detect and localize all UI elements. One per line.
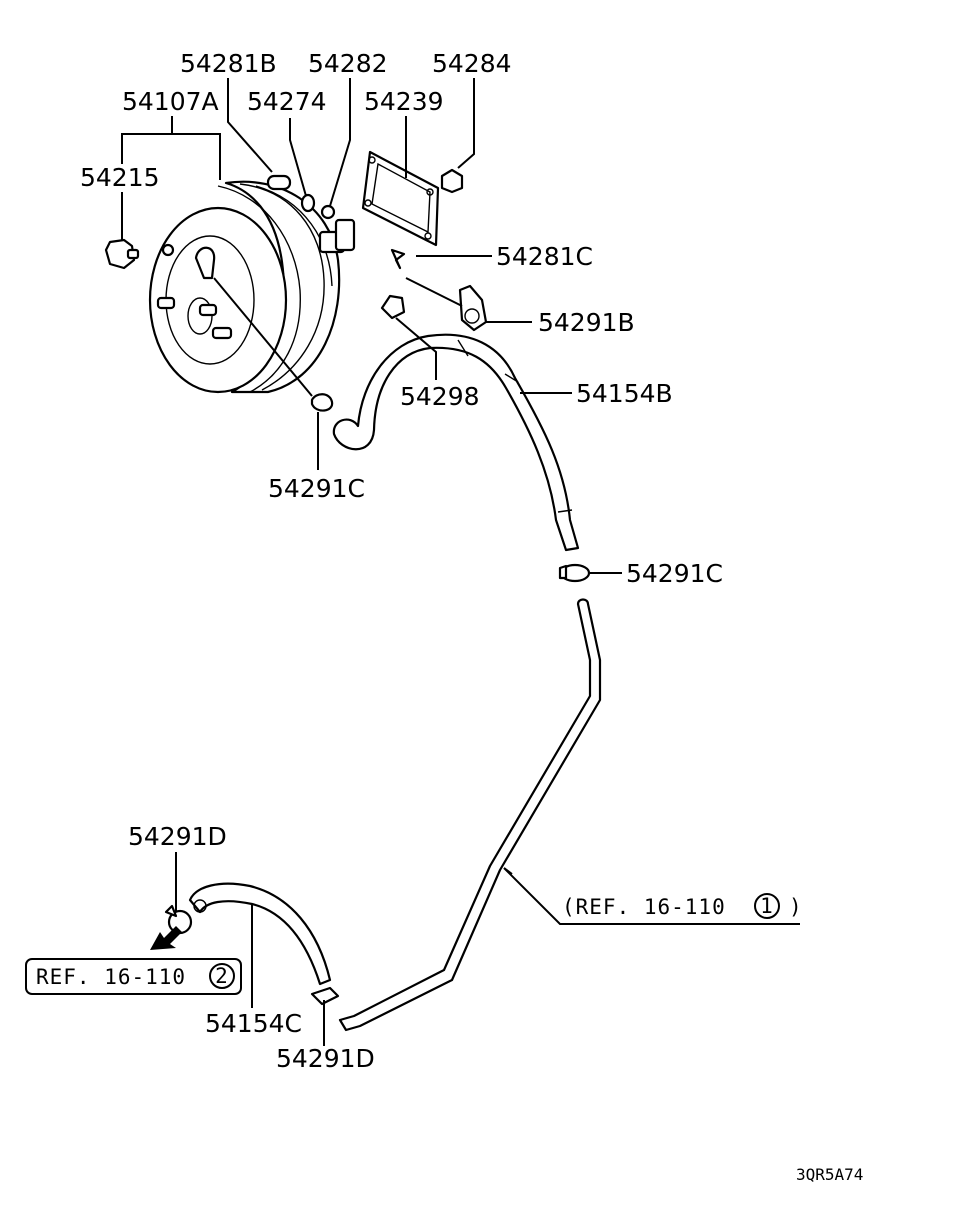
- fitting-54298: [380, 294, 406, 320]
- vacuum-pipe: [338, 598, 602, 1032]
- label-54291c-lower: 54291C: [626, 559, 723, 588]
- hose-54154c: [188, 882, 332, 986]
- ref1-text: (REF. 16-110: [562, 895, 726, 919]
- ref2-number: 2: [215, 964, 229, 988]
- pin-54281b: [266, 174, 292, 191]
- ref1-number: 1: [760, 894, 774, 918]
- label-54291d-left: 54291D: [128, 822, 227, 851]
- drawing-code: 3QR5A74: [796, 1165, 863, 1184]
- label-54281b: 54281B: [180, 49, 277, 78]
- label-54274: 54274: [247, 87, 327, 116]
- ref-16-110-1: (REF. 16-110 1 ): [562, 893, 803, 919]
- label-54282: 54282: [308, 49, 388, 78]
- brake-booster: [148, 180, 356, 394]
- ref1-close: ): [789, 895, 803, 919]
- label-54284: 54284: [432, 49, 512, 78]
- label-54215: 54215: [80, 163, 160, 192]
- clamp-54291c-lower: [558, 563, 591, 583]
- leader-lines: [121, 78, 800, 1046]
- ref2-text: REF. 16-110: [36, 965, 186, 989]
- label-54298: 54298: [400, 382, 480, 411]
- clamp-54291d-bottom: [310, 986, 340, 1006]
- ref-arrow-icon: [150, 926, 182, 950]
- label-54154c: 54154C: [205, 1009, 302, 1038]
- label-54154b: 54154B: [576, 379, 673, 408]
- label-54281c: 54281C: [496, 242, 593, 271]
- label-54107a: 54107A: [122, 87, 219, 116]
- clamp-54291b: [458, 284, 488, 332]
- nut-54284: [440, 168, 464, 194]
- clip-54281c: [390, 248, 406, 270]
- hose-54154b: [332, 333, 580, 552]
- ref-16-110-2: REF. 16-110 2: [25, 958, 242, 995]
- check-valve-54215: [104, 238, 140, 270]
- clamp-54291c-upper: [310, 393, 334, 412]
- label-54291d-bottom: 54291D: [276, 1044, 375, 1073]
- label-54291c-upper: 54291C: [268, 474, 365, 503]
- label-54291b: 54291B: [538, 308, 635, 337]
- label-54239: 54239: [364, 87, 444, 116]
- ring-54282: [320, 204, 336, 220]
- seal-54274: [300, 193, 316, 213]
- gasket-54239: [361, 150, 440, 247]
